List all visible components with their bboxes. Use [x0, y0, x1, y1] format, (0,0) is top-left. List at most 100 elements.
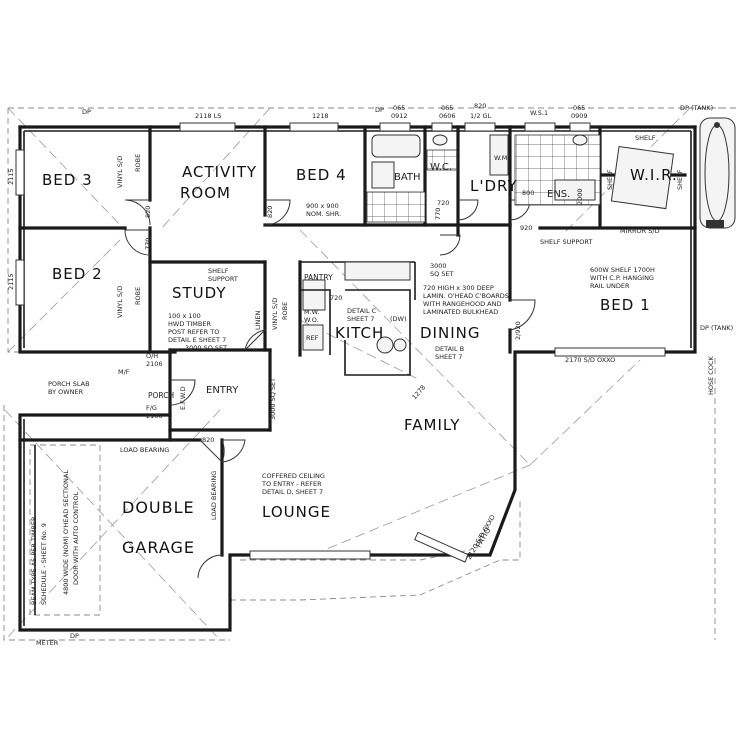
label-1278: 1278: [410, 383, 427, 401]
room-activity-2: ROOM: [180, 184, 231, 202]
label-bed1-note-1: 600W SHELF 1700H: [590, 266, 655, 274]
label-dp-tl: DP: [82, 108, 91, 116]
label-2000: 2000: [576, 188, 584, 205]
water-tank: [699, 117, 736, 229]
label-2106a: 2106: [146, 360, 163, 368]
label-820b: 820: [266, 206, 274, 218]
label-mw: M.W.: [304, 308, 319, 316]
label-shelf-3: SHELF: [676, 169, 684, 190]
label-bed1-note-2: WITH C.P. HANGING: [590, 274, 654, 282]
room-study: STUDY: [172, 284, 227, 302]
label-shr2: NOM. SHR.: [306, 210, 341, 218]
label-coffer-2: TO ENTRY - REFER: [261, 480, 322, 488]
label-820c: 820: [202, 436, 214, 444]
label-oh: O/H: [146, 352, 158, 360]
label-linen: LINEN: [254, 310, 262, 330]
label-load-bearing-1: LOAD BEARING: [120, 446, 169, 454]
room-ens: ENS.: [547, 189, 570, 200]
label-beam-1: BEAM TYPE AS PER TIMBER: [30, 516, 38, 605]
label-kit-note-2: LAMIN. O'HEAD C'BOARDS: [423, 292, 509, 300]
label-065c: 065: [573, 104, 585, 112]
label-coffer-1: COFFERED CEILING: [262, 472, 325, 480]
label-wm: W.M: [494, 154, 507, 162]
kitchen-bench: [300, 262, 416, 376]
room-kitch: KITCH: [335, 324, 384, 342]
label-post-1: 100 x 100: [168, 312, 201, 320]
label-post-5: 3000 SQ SET: [185, 344, 227, 352]
label-0912: 0912: [391, 112, 408, 120]
room-lounge: LOUNGE: [262, 503, 331, 521]
label-065a: 065: [393, 104, 405, 112]
label-3000sq: 3000 SQ SET: [269, 378, 277, 420]
label-study-shelf-1: SHELF: [208, 267, 229, 275]
label-post-4: DETAIL E SHEET 7: [168, 336, 226, 344]
label-12gl: 1/2 GL: [470, 112, 492, 120]
label-shr: 900 x 900: [306, 202, 339, 210]
room-bed3: BED 3: [42, 171, 93, 189]
label-gdoor-1: 4800 WIDE (NOM) O'HEAD SECTIONAL: [62, 470, 70, 595]
label-entry-code: E.F.W.D: [179, 386, 187, 410]
label-load-bearing-2: LOAD BEARING: [210, 471, 218, 520]
label-dp-tank: DP (TANK): [680, 104, 713, 112]
label-kit-note-3: WITH RANGEHOOD AND: [423, 300, 501, 308]
label-detail-b-1: DETAIL B: [435, 345, 464, 353]
label-820a: 820: [144, 206, 152, 218]
wet-areas: [302, 134, 675, 354]
room-activity-1: ACTIVITY: [182, 163, 257, 181]
label-065b: 065: [441, 104, 453, 112]
room-bed4: BED 4: [296, 166, 347, 184]
label-hose-cock: HOSE COCK: [707, 356, 715, 395]
label-kit-note-1: 720 HIGH x 300 DEEP: [423, 284, 494, 292]
label-770b: 770: [434, 208, 442, 220]
room-entry: ENTRY: [206, 385, 239, 396]
label-detail-b-2: SHEET 7: [435, 353, 462, 361]
label-720b: 720: [330, 294, 342, 302]
label-kit-note-4: LAMINATED BULKHEAD: [423, 308, 498, 316]
label-vinyl-sd-2: VINYL S/D: [116, 286, 124, 318]
label-0909: 0909: [571, 112, 588, 120]
room-bath: BATH: [394, 172, 421, 183]
label-2106b: 2106: [146, 412, 163, 420]
label-wo: W.O.: [304, 316, 319, 324]
label-shelf-support: SHELF SUPPORT: [540, 238, 592, 246]
label-800: 800: [522, 189, 534, 197]
label-770a: 770: [144, 238, 152, 250]
label-2170: 2170 S/D OXXO: [565, 356, 615, 364]
label-ref: REF: [306, 334, 319, 342]
label-vinyl-sd-1: VINYL S/D: [116, 156, 124, 188]
room-ldry: L'DRY: [470, 177, 518, 195]
label-3000-2: SQ SET: [430, 270, 454, 278]
label-dp-tank-r: DP (TANK): [700, 324, 733, 332]
label-detail-c-2: SHEET 7: [347, 315, 374, 323]
room-pantry: PANTRY: [304, 273, 333, 282]
doors: [124, 199, 536, 579]
label-mf: M/F: [118, 368, 130, 376]
label-820: 820: [474, 102, 486, 110]
room-bed1: BED 1: [600, 296, 651, 314]
room-porch: PORCH: [148, 391, 174, 400]
label-dp-top: DP: [375, 106, 384, 114]
label-gdoor-2: DOOR WITH AUTO CONTROL: [72, 491, 80, 585]
room-bed2: BED 2: [52, 265, 103, 283]
label-ws1: W.S.1: [530, 109, 548, 117]
label-study-shelf-2: SUPPORT: [208, 275, 238, 283]
room-wc: W.C.: [430, 162, 452, 173]
label-vinyl-sd-3: VINYL S/D: [271, 298, 279, 330]
room-garage-1: DOUBLE: [122, 498, 195, 517]
label-2115b: 2115: [7, 273, 15, 290]
label-meter: METER: [36, 639, 59, 647]
label-0606: 0606: [439, 112, 456, 120]
room-family: FAMILY: [404, 416, 460, 434]
label-2115a: 2115: [7, 168, 15, 185]
label-post-2: HWD TIMBER: [168, 320, 211, 328]
label-920: 920: [520, 224, 532, 232]
label-dw: (DW): [390, 315, 407, 323]
label-porch-slab-2: BY OWNER: [48, 388, 84, 396]
label-robe-3: ROBE: [281, 302, 289, 320]
label-fg: F/G: [146, 404, 157, 412]
label-robe-1: ROBE: [134, 154, 142, 172]
label-1218: 1218: [312, 112, 329, 120]
room-dining: DINING: [420, 324, 480, 342]
label-bed1-note-3: RAIL UNDER: [590, 282, 630, 290]
